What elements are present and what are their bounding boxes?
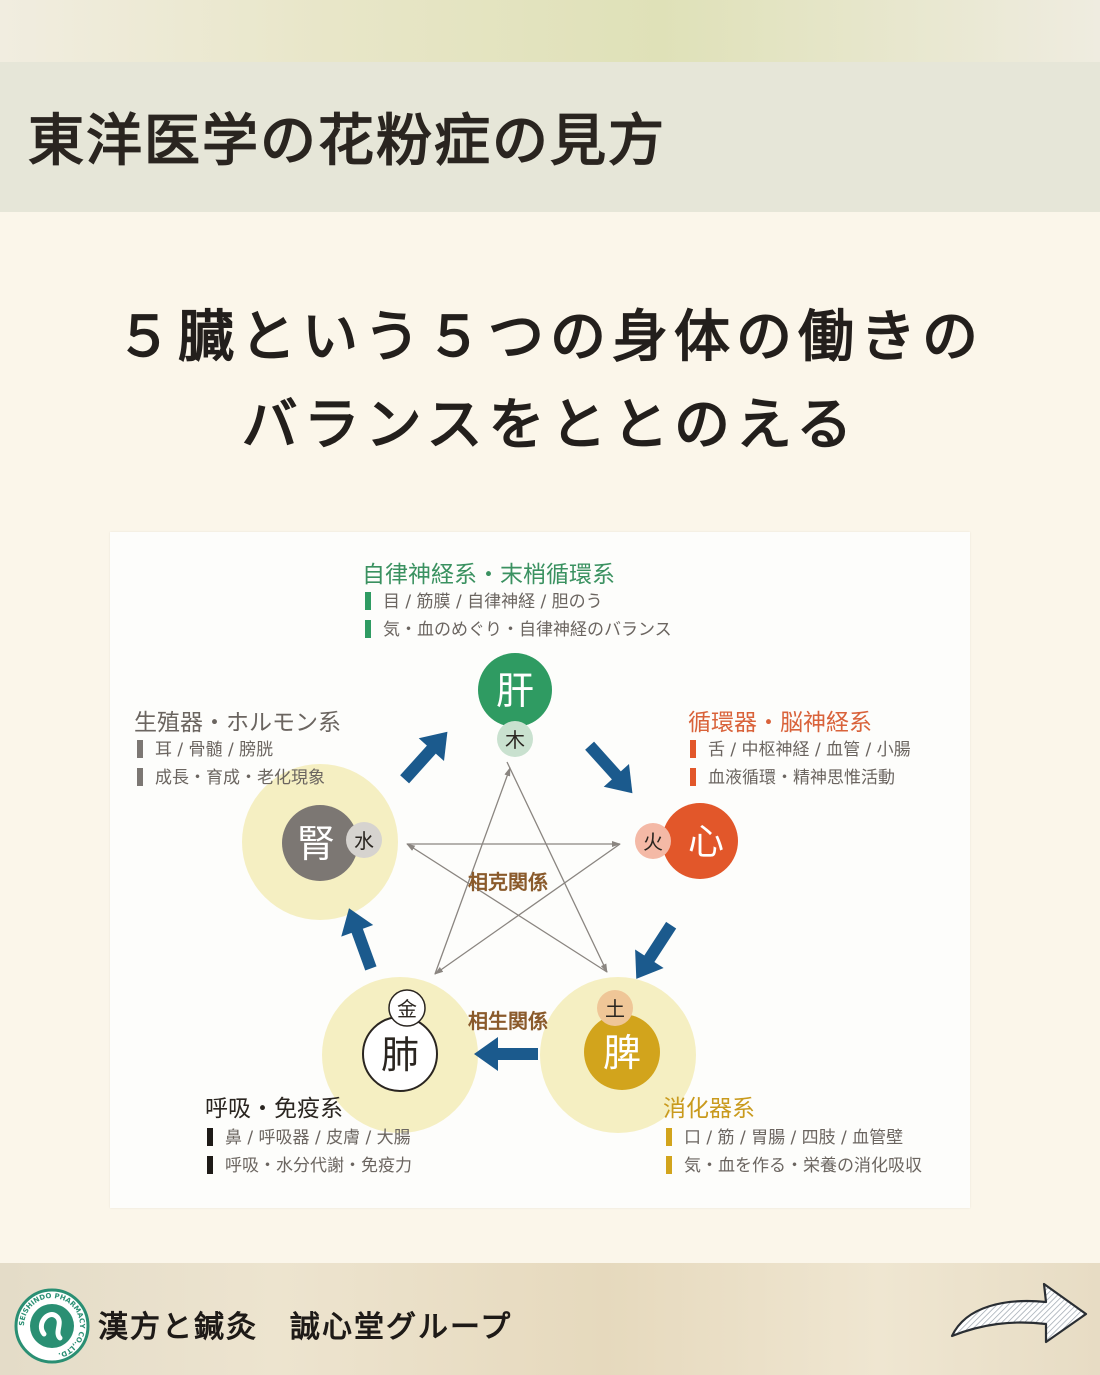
heart-info: 循環器・脳神経系 舌 / 中枢神経 / 血管 / 小腸 血液循環・精神思惟活動	[688, 710, 911, 788]
organ-liver: 肝 木	[478, 653, 552, 757]
page-title: 東洋医学の花粉症の見方	[28, 109, 666, 174]
cycle-arrow-liver-heart	[585, 741, 633, 794]
liver-bullet-2	[365, 620, 371, 638]
liver-info: 自律神経系・末梢循環系 目 / 筋膜 / 自律神経 / 胆のう 気・血のめぐり・…	[362, 562, 672, 640]
brand-name: 漢方と鍼灸 誠心堂グループ	[98, 1310, 513, 1345]
heart-element-char: 火	[643, 830, 663, 854]
cycle-arrow-spleen-lung	[474, 1037, 538, 1071]
lung-element-circle	[388, 989, 426, 1027]
kidney-element-circle	[346, 822, 382, 858]
liver-bullet-1	[365, 592, 371, 610]
spleen-detail-2: 気・血を作る・栄養の消化吸収	[684, 1156, 922, 1176]
cycle-arrow-lung-kidney	[341, 908, 377, 971]
kidney-organ-char: 腎	[297, 822, 335, 866]
liver-element-circle	[497, 721, 533, 757]
lung-bullet-2	[207, 1156, 213, 1174]
heart-element-circle	[635, 823, 671, 859]
cycle-arrow-kidney-liver	[400, 731, 448, 784]
cycle-relation-label: 相生関係	[468, 1009, 548, 1033]
heart-detail-1: 舌 / 中枢神経 / 血管 / 小腸	[708, 740, 911, 760]
lung-element-char: 金	[397, 997, 417, 1021]
kidney-organ-circle	[282, 805, 358, 881]
heart-detail-2: 血液循環・精神思惟活動	[708, 768, 895, 788]
star-line-spleen-kidney	[406, 843, 608, 973]
spleen-organ-char: 脾	[603, 1031, 641, 1075]
seishindo-logo: SEISHINDO PHARMACY CO.,LTD.	[14, 1288, 90, 1364]
lung-info: 呼吸・免疫系 鼻 / 呼吸器 / 皮膚 / 大腸 呼吸・水分代謝・免疫力	[205, 1096, 412, 1176]
spleen-organ-circle	[584, 1014, 660, 1090]
lung-system-name: 呼吸・免疫系	[205, 1096, 343, 1122]
cycle-arrow-heart-spleen	[635, 921, 677, 979]
star-line-liver-spleen	[506, 761, 608, 973]
lung-organ-char: 肺	[381, 1033, 419, 1077]
heart-system-name: 循環器・脳神経系	[688, 710, 872, 736]
kidney-detail-2: 成長・育成・老化現象	[155, 768, 325, 788]
top-decorative-strip	[0, 0, 1100, 62]
liver-detail-2: 気・血のめぐり・自律神経のバランス	[383, 620, 672, 640]
spleen-info: 消化器系 口 / 筋 / 胃腸 / 四肢 / 血管壁 気・血を作る・栄養の消化吸…	[663, 1096, 922, 1176]
headline-line-1: ５臓という５つの身体の働きの	[116, 305, 984, 370]
heart-organ-circle	[662, 803, 738, 879]
spleen-element-circle	[597, 990, 633, 1026]
cycle-arrows	[341, 731, 677, 1071]
liver-detail-1: 目 / 筋膜 / 自律神経 / 胆のう	[383, 592, 603, 612]
footer-band	[0, 1263, 1100, 1375]
liver-organ-circle	[478, 653, 552, 727]
next-arrow-icon[interactable]	[946, 1276, 1092, 1352]
kidney-bullet-2	[137, 768, 143, 786]
star-lines	[406, 761, 621, 975]
heart-bullet-2	[690, 768, 696, 786]
liver-organ-char: 肝	[496, 669, 534, 713]
spleen-system-name: 消化器系	[663, 1096, 755, 1122]
kidney-bullet-1	[137, 740, 143, 758]
spleen-detail-1: 口 / 筋 / 胃腸 / 四肢 / 血管壁	[684, 1128, 903, 1148]
heart-organ-char: 心	[688, 822, 724, 863]
kidney-element-char: 水	[354, 829, 374, 853]
star-relation-label: 相克関係	[468, 870, 548, 894]
organ-lung: 肺 金	[362, 989, 438, 1092]
liver-system-name: 自律神経系・末梢循環系	[362, 562, 615, 588]
star-line-heart-lung	[434, 843, 621, 975]
organ-heart: 心 火	[635, 803, 738, 879]
diagram-canvas: 相克関係 相生関係 肝 木 心 火 脾 土 肺 金	[134, 562, 922, 1176]
spleen-bullet-1	[666, 1128, 672, 1146]
heart-bullet-1	[690, 740, 696, 758]
headline-line-2: バランスをととのえる	[241, 393, 859, 458]
lung-detail-2: 呼吸・水分代謝・免疫力	[225, 1156, 412, 1176]
liver-element-char: 木	[505, 728, 525, 752]
kidney-info: 生殖器・ホルモン系 耳 / 骨髄 / 膀胱 成長・育成・老化現象	[134, 710, 341, 788]
spleen-element-char: 土	[605, 997, 625, 1021]
kidney-detail-1: 耳 / 骨髄 / 膀胱	[155, 740, 273, 760]
spleen-bullet-2	[666, 1156, 672, 1174]
title-band	[0, 62, 1100, 212]
organ-kidney: 腎 水	[282, 805, 382, 881]
lung-detail-1: 鼻 / 呼吸器 / 皮膚 / 大腸	[225, 1128, 411, 1148]
lung-bullet-1	[207, 1128, 213, 1146]
organ-spleen: 脾 土	[584, 990, 660, 1090]
star-line-lung-liver	[434, 767, 511, 975]
kidney-system-name: 生殖器・ホルモン系	[134, 710, 341, 736]
five-organs-diagram: 相克関係 相生関係 肝 木 心 火 脾 土 肺 金	[110, 532, 970, 1208]
